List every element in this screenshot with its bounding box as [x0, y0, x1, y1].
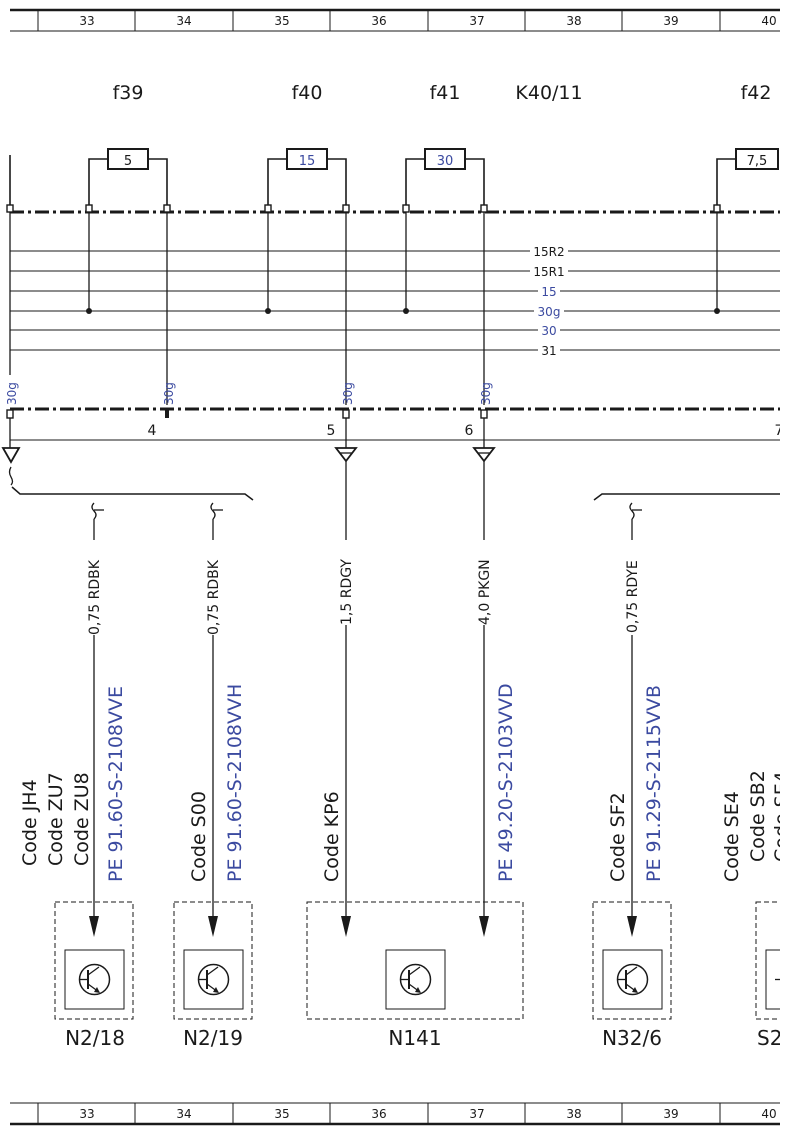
bus-label-backgrounds	[530, 244, 568, 357]
code-label: Code SE4	[721, 791, 743, 882]
fuse-f42	[716, 148, 779, 207]
wire-continuations	[345, 461, 485, 920]
connector-pin: 7	[775, 423, 784, 439]
grid-number: 40	[761, 14, 776, 28]
part-number: PE 91.60-S-2108VVE	[105, 686, 127, 882]
top-grid: 33 34 35 36 37 38 39 40	[10, 8, 780, 32]
left-wire-curl	[8, 466, 14, 486]
wire-spec: 0,75 RDBK	[87, 559, 103, 635]
part-number: PE 91.29-S-2115VVB	[643, 685, 665, 882]
bracket-left	[11, 486, 254, 501]
component-label: N2/18	[65, 1026, 125, 1050]
terminal-label: 30g	[341, 382, 355, 405]
component-label: N141	[388, 1026, 441, 1050]
fuse-label-f39: f39	[113, 82, 144, 104]
part-number: PE 91.60-S-2108VVH	[224, 684, 246, 882]
fuse-rating-f42: 7,5	[747, 154, 768, 169]
wire-spec: 0,75 RDBK	[206, 559, 222, 635]
grid-number: 34	[176, 1107, 191, 1121]
bus-label: 30	[541, 324, 556, 338]
bus-verticals	[9, 212, 718, 405]
connector-pin: 6	[465, 423, 474, 439]
lower-terminal-stubs	[165, 410, 169, 418]
wire-spec-backgrounds	[84, 540, 642, 635]
fuse-label-f41: f41	[430, 82, 461, 104]
fuse-f40	[267, 148, 347, 207]
code-label: Code KP6	[321, 791, 343, 882]
grid-number: 34	[176, 14, 191, 28]
terminal-label: 30g	[162, 382, 176, 405]
grid-number: 37	[469, 1107, 484, 1121]
bus-label: 31	[541, 344, 556, 358]
bus-label: 15	[541, 285, 556, 299]
grid-number: 39	[663, 14, 678, 28]
code-label: Code SB2	[747, 770, 769, 862]
component-label: S2	[757, 1026, 782, 1050]
fuse-box-label: K40/11	[515, 82, 582, 104]
bus-label: 30g	[538, 305, 561, 319]
code-label: Code ZU7	[45, 772, 67, 866]
component-n141	[306, 901, 524, 1020]
fuse-rating-f40: 15	[299, 154, 316, 169]
lower-verticals	[9, 418, 485, 448]
connector-pin: 4	[148, 423, 157, 439]
grid-number: 33	[79, 14, 94, 28]
fuse-label-f40: f40	[292, 82, 323, 104]
grid-number: 36	[371, 14, 386, 28]
fuse-rating-f41: 30	[437, 154, 454, 169]
bus-lines	[10, 250, 780, 351]
fuse-rating-f39: 5	[124, 154, 132, 169]
fuse-f41	[405, 148, 485, 207]
bus-label: 15R1	[533, 265, 564, 279]
junction-dots	[86, 308, 720, 314]
component-n2-18	[54, 901, 134, 1020]
code-label: Code SE4	[771, 771, 789, 862]
component-s2-partial	[755, 901, 780, 1020]
fuse-label-f42: f42	[741, 82, 772, 104]
component-label: N32/6	[602, 1026, 662, 1050]
part-label-backgrounds	[104, 660, 664, 882]
wire-spec: 4,0 PKGN	[477, 559, 493, 625]
component-n2-19	[173, 901, 253, 1020]
grid-number: 38	[566, 14, 581, 28]
wire-spec: 1,5 RDGY	[339, 559, 355, 625]
fuse-f39	[88, 148, 168, 207]
part-number: PE 49.20-S-2103VVD	[495, 683, 517, 882]
bottom-grid: 33 34 35 36 37 38 39 40	[10, 1102, 780, 1126]
connector-triangles	[1, 447, 496, 464]
grid-number: 39	[663, 1107, 678, 1121]
wire-arrowheads	[89, 916, 637, 937]
code-label: Code SF2	[607, 792, 629, 882]
terminal-label: 30g	[5, 382, 19, 405]
code-label: Code JH4	[19, 779, 41, 866]
code-label: Code ZU8	[71, 772, 93, 866]
wire-spec: 0,75 RDYE	[625, 560, 641, 633]
bracket-right	[593, 493, 780, 501]
grid-number: 40	[761, 1107, 776, 1121]
grid-number: 33	[79, 1107, 94, 1121]
code-label: Code S00	[188, 791, 210, 882]
grid-number: 35	[274, 1107, 289, 1121]
grid-number: 37	[469, 14, 484, 28]
terminal-label: 30g	[479, 382, 493, 405]
grid-number: 36	[371, 1107, 386, 1121]
lower-terminals	[6, 409, 488, 419]
connector-pin: 5	[327, 423, 336, 439]
component-label: N2/19	[183, 1026, 243, 1050]
grid-number: 38	[566, 1107, 581, 1121]
bus-label: 15R2	[533, 245, 564, 259]
component-n32-6	[592, 901, 672, 1020]
branch-wires	[91, 502, 642, 920]
grid-number: 35	[274, 14, 289, 28]
